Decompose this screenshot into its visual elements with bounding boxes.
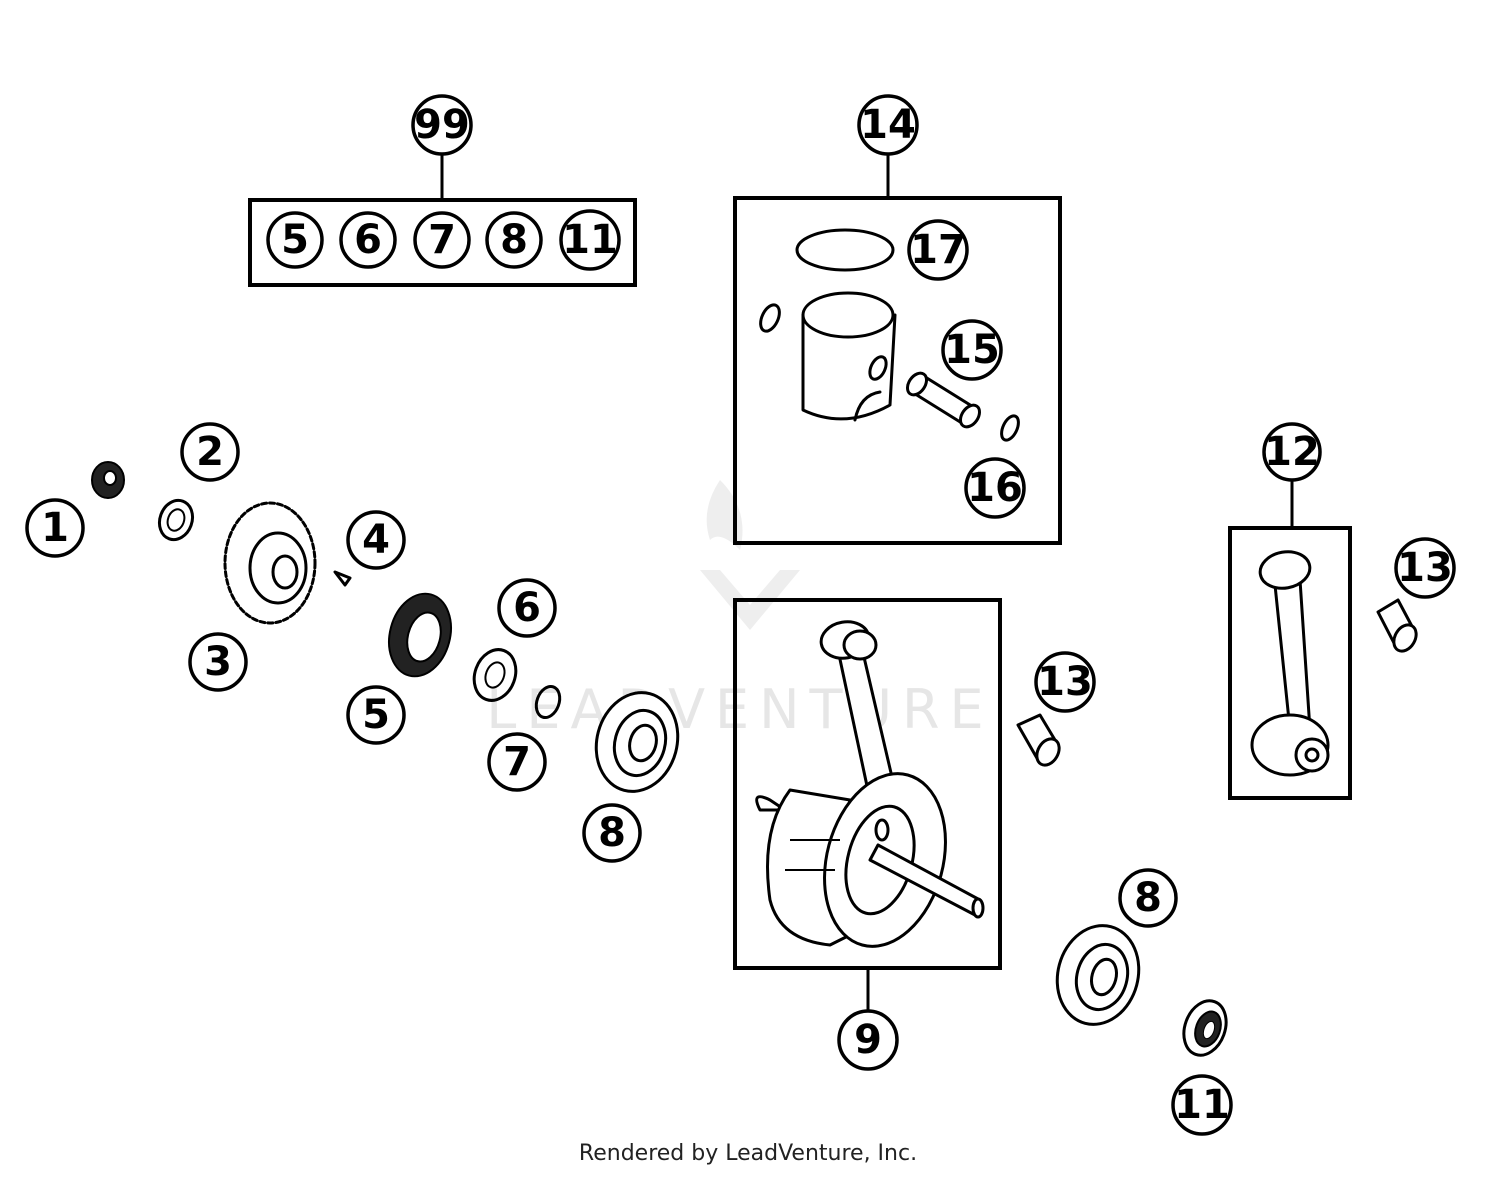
svg-text:11: 11 [1174,1082,1230,1128]
svg-text:4: 4 [362,517,390,563]
kit-99-box [248,198,637,287]
callout-12[interactable]: 12 [1262,422,1322,482]
svg-text:9: 9 [854,1017,882,1063]
callout-13-left[interactable]: 13 [1034,651,1096,713]
callout-14[interactable]: 14 [857,94,919,156]
svg-text:16: 16 [967,465,1023,511]
callout-6[interactable]: 6 [497,578,557,638]
washer-part-2 [157,498,195,542]
piston-ring-part [795,228,895,272]
svg-text:7: 7 [503,739,531,785]
svg-text:6: 6 [513,585,541,631]
bearing-part-8-left [594,691,680,793]
svg-text:17: 17 [910,227,966,273]
piston-kit-box [733,196,1062,545]
callout-9[interactable]: 9 [837,1009,899,1071]
washer-part-6 [472,648,518,702]
kit-item-7[interactable]: 7 [413,211,471,269]
crankshaft-group [733,598,1002,1012]
svg-text:11: 11 [562,217,618,263]
circlip-part-right [1000,414,1020,442]
crankshaft-part [755,620,985,948]
svg-text:13: 13 [1037,659,1093,705]
kit-item-11[interactable]: 11 [559,209,621,271]
callout-16[interactable]: 16 [964,457,1026,519]
credit-text: Rendered by LeadVenture, Inc. [579,1141,917,1166]
bearing-part-8-right [1055,924,1141,1026]
callout-13-right[interactable]: 13 [1394,537,1456,599]
callout-8-left[interactable]: 8 [582,803,642,863]
piston-pin-part [905,371,982,429]
watermark: LEADVENTURE [486,480,993,741]
watermark-text: LEADVENTURE [486,678,993,741]
svg-text:3: 3 [204,639,232,685]
svg-text:8: 8 [1134,875,1162,921]
callout-15[interactable]: 15 [941,319,1003,381]
conrod-box [1228,526,1352,800]
woodruff-key-part-4 [333,570,352,587]
svg-text:8: 8 [598,810,626,856]
svg-text:14: 14 [860,102,916,148]
svg-text:12: 12 [1264,429,1320,475]
svg-text:8: 8 [500,217,528,263]
callout-2[interactable]: 2 [180,422,240,482]
bearing-cage-part-13 [1016,713,1061,767]
kit-item-5[interactable]: 5 [266,211,324,269]
callout-99[interactable]: 99 [411,94,473,156]
svg-text:99: 99 [414,102,470,148]
gear-part-3 [223,501,317,625]
kit-item-8[interactable]: 8 [485,211,543,269]
piston-part [801,291,897,422]
svg-text:1: 1 [41,505,69,551]
circlip-part [759,303,781,333]
callout-7[interactable]: 7 [487,732,547,792]
callout-11[interactable]: 11 [1171,1074,1233,1136]
nut-part [91,461,125,499]
callout-8-right[interactable]: 8 [1118,868,1178,928]
callout-5[interactable]: 5 [346,685,406,745]
svg-text:2: 2 [196,429,224,475]
bearing-cage-part-13-right [1376,598,1418,653]
piston-kit-group [733,152,1062,545]
oil-seal-part-5 [388,592,452,678]
conrod-group [1228,478,1352,800]
conrod-part [1250,550,1330,777]
svg-text:7: 7 [428,217,456,263]
svg-text:15: 15 [944,327,1000,373]
kit-item-6[interactable]: 6 [339,211,397,269]
ring-part-7 [534,685,562,719]
callout-3[interactable]: 3 [188,632,248,692]
svg-text:5: 5 [362,692,390,738]
kit-99-group: 5 6 7 8 11 [248,152,637,287]
callout-1[interactable]: 1 [25,498,85,558]
oil-seal-part-11 [1182,999,1228,1057]
svg-text:13: 13 [1397,545,1453,591]
svg-text:5: 5 [281,217,309,263]
svg-text:6: 6 [354,217,382,263]
callout-17[interactable]: 17 [907,219,969,281]
callout-4[interactable]: 4 [346,510,406,570]
